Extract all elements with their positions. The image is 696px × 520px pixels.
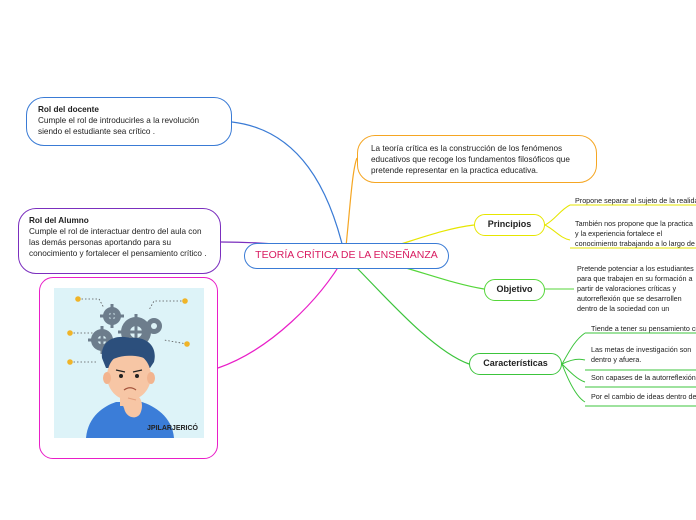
illustration-node[interactable]: JPILARJERICÓ xyxy=(39,277,218,459)
illustration-watermark: JPILARJERICÓ xyxy=(147,425,198,432)
rol-alumno-node[interactable]: Rol del Alumno Cumple el rol de interact… xyxy=(18,208,221,274)
connector-definicion xyxy=(345,158,357,256)
rol-alumno-title: Rol del Alumno xyxy=(29,215,220,226)
caracteristicas-item-3: Son capases de la autorreflexión xyxy=(591,373,696,383)
connector-docente xyxy=(232,122,345,256)
connector-caracteristicas xyxy=(345,256,469,364)
principios-item-2: También nos propone que la practica y la… xyxy=(575,219,696,249)
caracteristicas-item-4: Por el cambio de ideas dentro de la soci… xyxy=(591,392,696,402)
rol-docente-text: Cumple el rol de introducirles a la revo… xyxy=(38,115,223,137)
definicion-node[interactable]: La teoría crítica es la construcción de … xyxy=(357,135,597,183)
thinking-student-illustration: JPILARJERICÓ xyxy=(54,288,204,438)
objetivo-node[interactable]: Objetivo xyxy=(484,279,545,301)
principios-node[interactable]: Principios xyxy=(474,214,545,236)
rol-docente-node[interactable]: Rol del docente Cumple el rol de introdu… xyxy=(26,97,232,146)
caracteristicas-node[interactable]: Características xyxy=(469,353,562,375)
thinking-student-icon xyxy=(54,288,204,438)
principios-item-1: Propone separar al sujeto de la realidad xyxy=(575,196,696,206)
central-topic[interactable]: TEORÍA CRÍTICA DE LA ENSEÑANZA xyxy=(244,243,449,269)
rol-alumno-text: Cumple el rol de interactuar dentro del … xyxy=(29,226,214,259)
caracteristicas-item-1: Tiende a tener su pensamiento crítico xyxy=(591,324,696,334)
caracteristicas-item-2: Las metas de investigación son dentro y … xyxy=(591,345,696,367)
rol-docente-title: Rol del docente xyxy=(38,104,231,115)
objetivo-item-1: Pretende potenciar a los estudiantes par… xyxy=(577,264,696,314)
definicion-text: La teoría crítica es la construcción de … xyxy=(371,143,586,176)
connector-image xyxy=(218,256,345,368)
